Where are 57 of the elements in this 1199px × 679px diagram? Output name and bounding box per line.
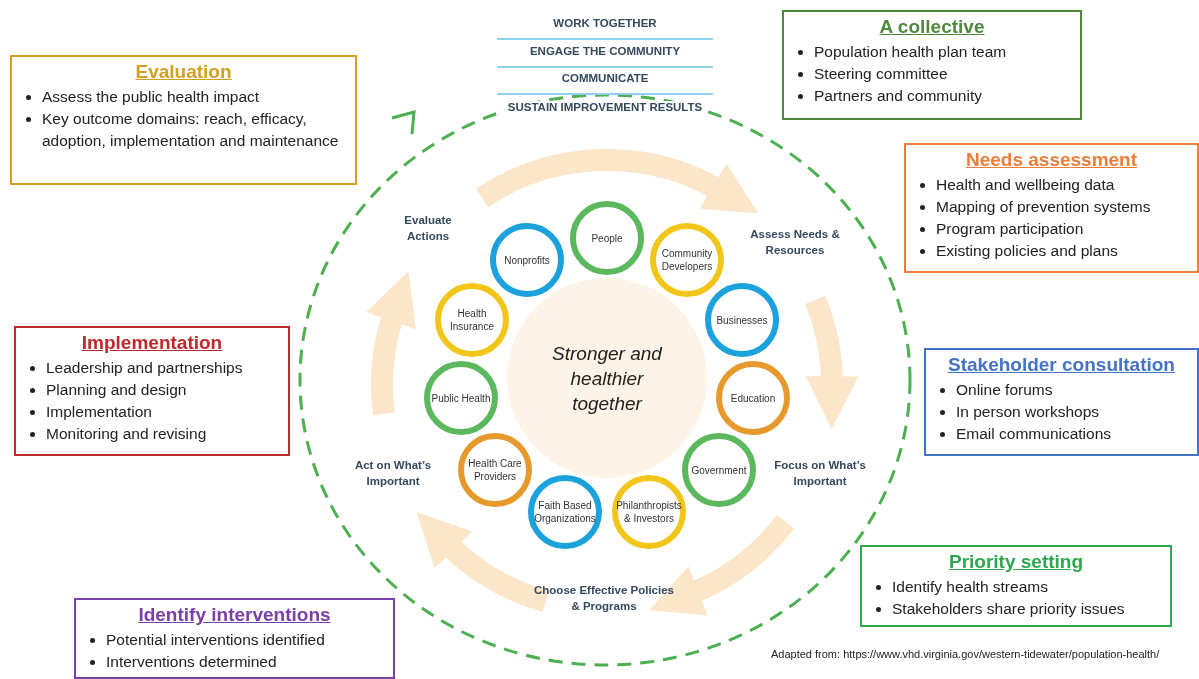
- principle-label: WORK TOGETHER: [550, 17, 660, 29]
- stakeholder-circle: Health Insurance: [435, 283, 509, 357]
- center-text: Stronger and healthier together: [551, 341, 664, 416]
- bullet-item: Steering committee: [814, 65, 948, 82]
- arrow: [649, 514, 794, 615]
- info-box: [782, 10, 1082, 120]
- arrow: [804, 296, 858, 429]
- box-heading: Priority setting: [947, 551, 1085, 573]
- info-box: [904, 143, 1199, 273]
- stakeholder-circle: Government: [682, 433, 756, 507]
- box-heading: Needs assessment: [964, 149, 1139, 171]
- bullet-item: Population health plan team: [814, 43, 1007, 60]
- arrow: [476, 149, 760, 211]
- bullet-item: Health and wellbeing data: [936, 176, 1115, 193]
- stakeholder-circle: Public Health: [424, 361, 498, 435]
- bullet-item: Monitoring and revising: [46, 425, 207, 442]
- stakeholder-circle: Businesses: [705, 283, 779, 357]
- bullet-item: Identify health streams: [892, 578, 1048, 595]
- box-heading: A collective: [878, 16, 986, 38]
- info-box: [14, 326, 290, 456]
- step-label: Evaluate Actions: [383, 212, 473, 244]
- stakeholder-circle: Community Developers: [650, 223, 724, 297]
- step-label: Focus on What’s Important: [760, 457, 880, 489]
- step-label: Act on What’s Important: [333, 457, 453, 489]
- stakeholder-circle: People: [570, 201, 644, 275]
- info-box: [860, 545, 1172, 627]
- step-label: Assess Needs & Resources: [740, 226, 850, 258]
- bullet-item: Leadership and partnerships: [46, 359, 243, 376]
- source-note: Adapted from: https://www.vhd.virginia.gov/western-tidewater/population-health/: [768, 648, 1163, 660]
- info-box: [10, 55, 357, 185]
- step-label: Choose Effective Policies & Programs: [534, 582, 674, 614]
- info-box: [74, 598, 395, 679]
- arrow: [366, 270, 418, 415]
- bullet-item: Existing policies and plans: [936, 242, 1118, 259]
- bullet-item: Potential interventions identified: [106, 631, 325, 648]
- arrow: [415, 513, 550, 612]
- info-box: [924, 348, 1199, 456]
- box-heading: Evaluation: [134, 61, 233, 83]
- bullet-item: Online forums: [956, 381, 1053, 398]
- box-heading: Stakeholder consultation: [947, 354, 1176, 376]
- stakeholder-circle: Faith Based Organizations: [528, 475, 602, 549]
- bullet-item: Stakeholders share priority issues: [892, 600, 1125, 617]
- bullet-item: Implementation: [46, 403, 152, 420]
- box-heading: Identify interventions: [137, 604, 332, 626]
- bullet-item: Email communications: [956, 425, 1112, 442]
- bullet-item: Assess the public health impact: [42, 88, 260, 105]
- box-heading: Implementation: [80, 332, 224, 354]
- bullet-item: Program participation: [936, 220, 1084, 237]
- stakeholder-circle: Education: [716, 361, 790, 435]
- bullet-item: Mapping of prevention systems: [936, 198, 1151, 215]
- bullet-item: In person workshops: [956, 403, 1100, 420]
- stakeholder-circle: Health Care Providers: [458, 433, 532, 507]
- bullet-item: Key outcome domains: reach, efficacy, adoption, implementation and maintenance: [42, 110, 339, 149]
- stakeholder-circle: Nonprofits: [490, 223, 564, 297]
- bullet-item: Interventions determined: [106, 653, 277, 670]
- bullet-item: Partners and community: [814, 87, 982, 104]
- bullet-item: Planning and design: [46, 381, 187, 398]
